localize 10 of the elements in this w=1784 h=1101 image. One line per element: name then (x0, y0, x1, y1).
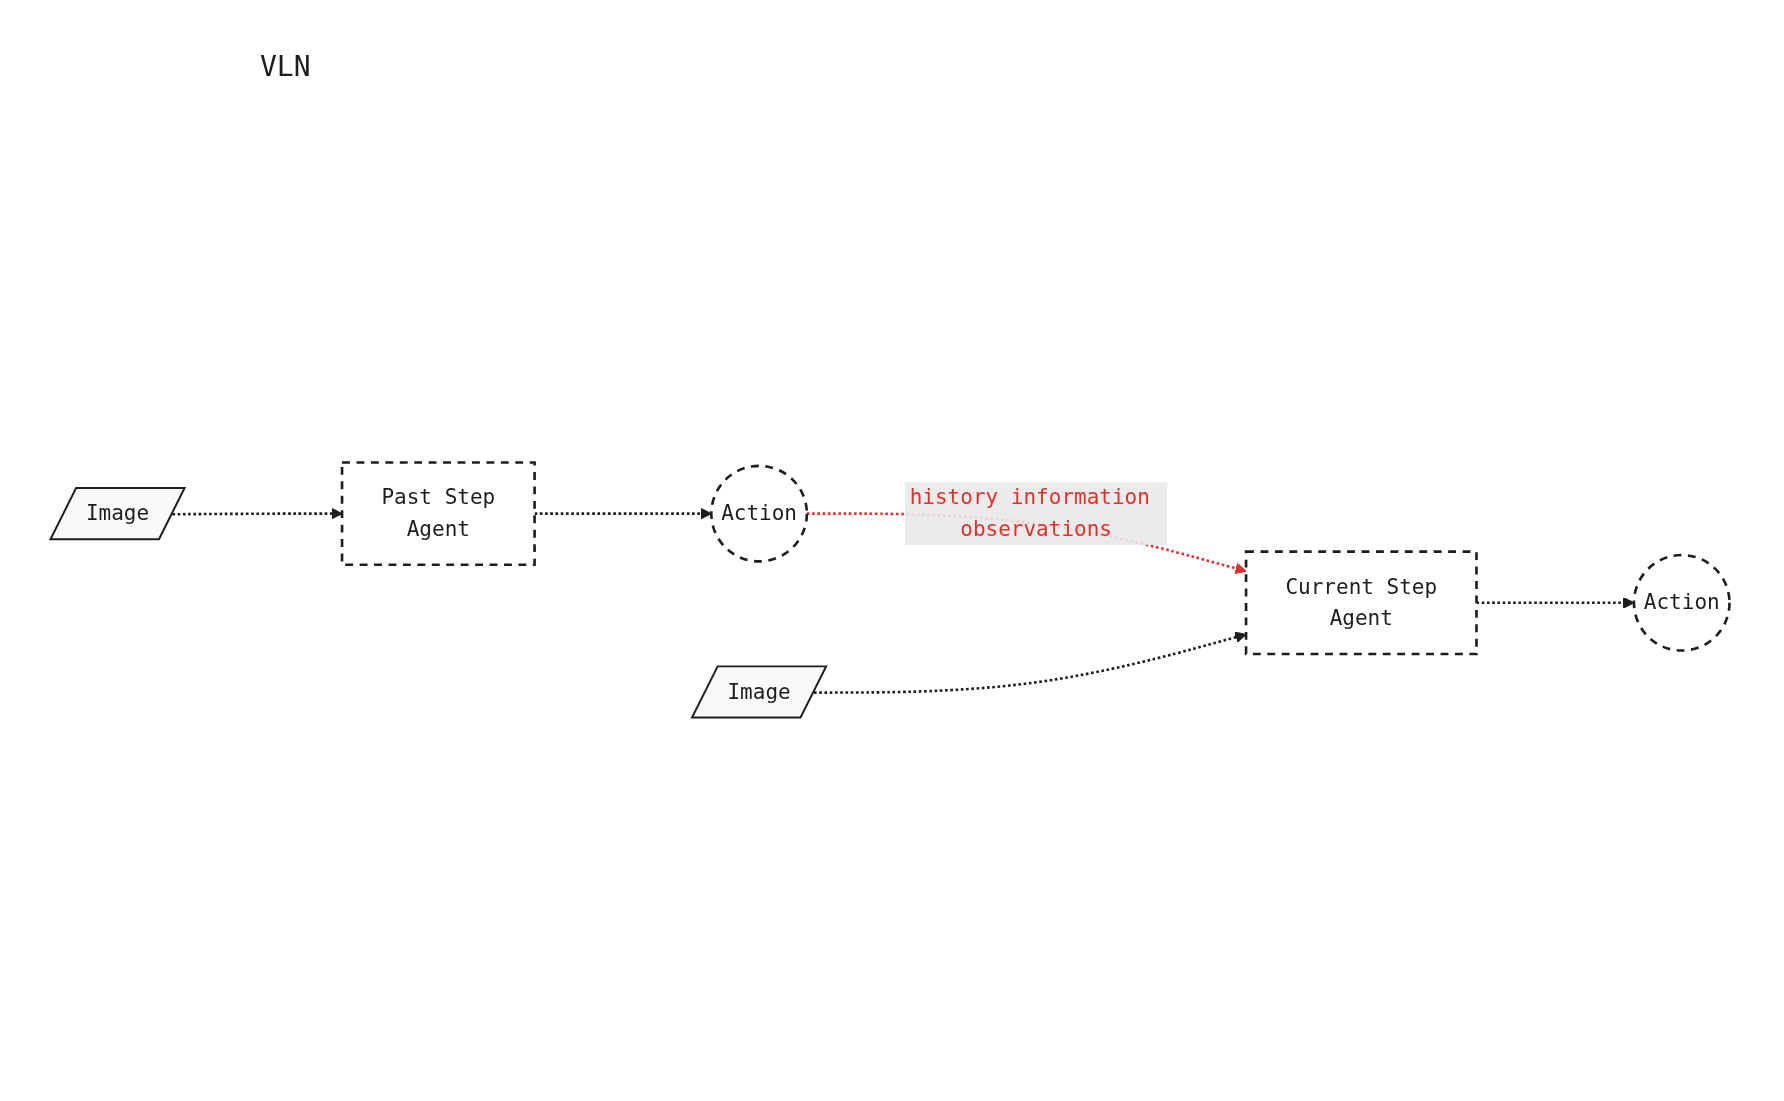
node-box: Current Step Agent (1244, 550, 1478, 656)
arrow (172, 507, 343, 520)
node-circle: Action (1632, 553, 1731, 652)
edge-label: history information observations (909, 484, 1150, 542)
arrow (534, 507, 712, 520)
node-box: Past Step Agent (340, 461, 536, 567)
node-circle: Action (710, 464, 809, 563)
arrow (1476, 597, 1635, 609)
diagram-label: VLN (260, 50, 311, 83)
arrow (814, 631, 1247, 694)
